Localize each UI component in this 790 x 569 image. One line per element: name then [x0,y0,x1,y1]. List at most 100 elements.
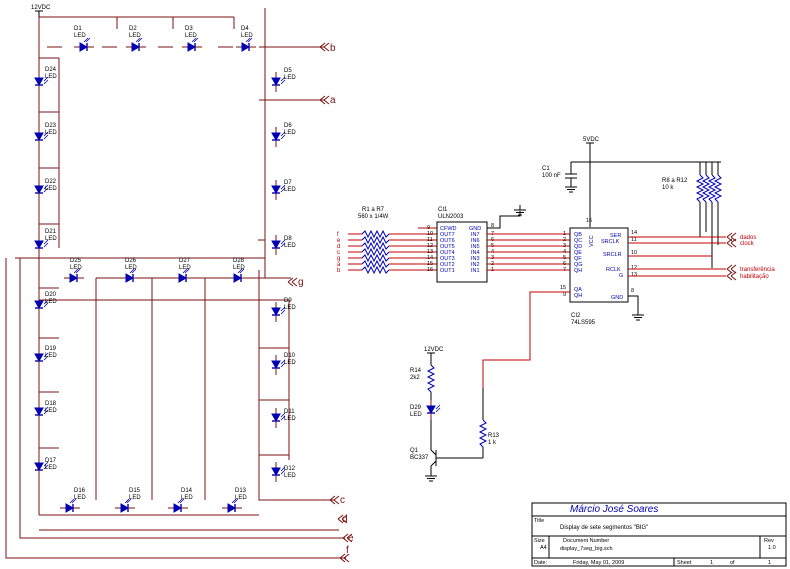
led-type-d3: LED [185,33,197,39]
resistor-array-ref: R1 a R7 [362,207,385,213]
led-d20 [34,294,49,316]
led-d1 [73,37,95,52]
ci2-num-11: 11 [631,237,637,243]
ci1-num-10: 10 [427,231,433,237]
ci1-pin-in6: IN6 [471,238,480,244]
ci1-net-g: g [337,256,340,262]
led-ref-d19: D19 [45,346,57,352]
led-ref-d7: D7 [284,180,292,186]
led-type-d15: LED [129,495,141,501]
led-type-d4: LED [241,33,253,39]
led-ref-d29: D29 [410,405,422,411]
led-type-d22: LED [45,186,57,192]
ci1-pin-cfwd: CFWD [440,226,457,232]
ci1-pin-out3: OUT3 [440,256,455,262]
led-type-d13: LED [235,495,247,501]
led-type-d10: LED [284,360,296,366]
supply-label-top: 12VDC [31,5,51,11]
ci1-net-e: e [337,238,341,244]
r13-ref: R13 [488,433,500,439]
ci1-num-14: 14 [427,255,433,261]
led-ref-d10: D10 [284,353,296,359]
led-type-d5: LED [284,75,296,81]
port-g-arrow [287,277,298,287]
port-f: f [346,545,349,556]
ci2-num-3: 3 [563,243,566,249]
led-d4 [235,37,257,52]
ci1-net-a: a [337,262,341,268]
led-ref-d8: D8 [284,236,292,242]
ci1-pin-in1: IN1 [471,268,480,274]
ci2-part: 74LS595 [571,320,596,326]
tb-docnum: display_7seg_big.sch [560,546,613,552]
ci1-net-c: c [337,250,340,256]
c1-gnd-symbol [564,181,578,193]
led-type-d27: LED [179,265,191,271]
tb-title: Display de sete segmentos "BIG" [560,525,648,531]
port-d: d [342,514,348,525]
ci1-pin-out4: OUT4 [440,250,455,256]
ci1-pin-out6: OUT6 [440,238,455,244]
led-ref-d14: D14 [181,488,193,494]
ci1-left-nums: 9 10 11 12 13 14 15 16 [427,225,433,273]
ci2-pin-qd: QD [574,244,582,250]
led-ref-d23: D23 [45,123,57,129]
tb-size-label: Size [534,538,545,544]
ci1-pin-out5: OUT5 [440,244,455,250]
ci2-num-8: 8 [631,288,634,294]
q1-gnd-symbol [424,470,438,482]
led-type-d17: LED [45,465,57,471]
signal-dados: dados [740,235,756,241]
signal-transferencia: transferência [740,267,775,273]
led-type-d12: LED [284,473,296,479]
tb-date: Friday, May 01, 2009 [573,560,624,566]
led-ref-d9: D9 [284,298,292,304]
ci2-num-16: 16 [586,218,592,224]
ci2-num-13: 13 [631,272,637,278]
ci2-pin-qf: QF [574,256,582,262]
ci2-num-12: 12 [631,265,637,271]
led-ref-d1: D1 [74,26,82,32]
q1-driver: 12VDC R14 2k2 D29 LED Q1 BC337 R13 1 k [410,347,500,482]
ci1-part: ULN2003 [438,214,464,220]
port-e: e [348,533,354,544]
led-type-d29: LED [410,412,422,418]
ci2-pin-qh: QH [574,268,582,274]
ci1-num-9: 9 [427,225,430,231]
led-ref-d5: D5 [284,68,292,74]
led-type-d20: LED [45,299,57,305]
ci2-num-5: 5 [563,255,566,261]
q1-ref: Q1 [410,448,419,454]
ci2-num-14: 14 [631,230,637,236]
r14-ref: R14 [410,368,422,374]
ci2-num-10: 10 [631,250,637,256]
tb-date-label: Date: [534,560,548,566]
tb-title-label: Title [534,518,544,524]
led-ref-d3: D3 [185,26,193,32]
tb-author: Márcio José Soares [570,504,658,515]
tb-size: A4 [540,545,547,551]
ci1-pin-in3: IN3 [471,256,480,262]
led-type-d9: LED [284,305,296,311]
ci1-net-f: f [337,232,339,238]
led-ref-d25: D25 [70,258,82,264]
resistor-array-value: 560 x 1/4W [358,214,389,220]
led-ref-d2: D2 [129,26,137,32]
led-type-d11: LED [284,416,296,422]
led-ref-d15: D15 [129,488,141,494]
led-type-d16: LED [74,495,86,501]
led-ref-d16: D16 [74,488,86,494]
port-c: c [340,495,345,506]
signal-habilitacao: habilitação [740,274,769,280]
ci2-num-9: 9 [563,292,566,298]
ci2-pin-ser: SER [610,233,621,239]
signal-ports: dados clock transferência habilitação [726,232,775,281]
ci1-pin-in5: IN5 [471,244,480,250]
supply-label-ic: 5VDC [583,137,600,143]
pull-resistors-value: 10 k [662,185,674,191]
resistor-array [361,230,390,274]
port-a: a [330,95,336,106]
led-type-d18: LED [45,408,57,414]
port-g: g [298,277,304,288]
